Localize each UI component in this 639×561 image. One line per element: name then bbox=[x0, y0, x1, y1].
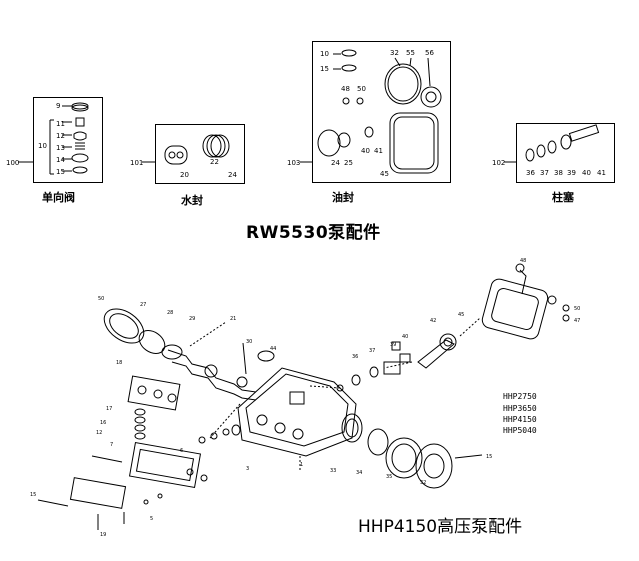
svg-text:50: 50 bbox=[574, 306, 580, 312]
oil-seal-cover-gasket bbox=[389, 112, 439, 174]
svg-text:32: 32 bbox=[420, 480, 426, 486]
water-seal-ring bbox=[202, 134, 222, 158]
svg-text:47: 47 bbox=[574, 318, 580, 324]
svg-text:5: 5 bbox=[150, 516, 153, 522]
svg-text:21: 21 bbox=[230, 316, 236, 322]
svg-text:17: 17 bbox=[106, 406, 112, 412]
side-flange bbox=[385, 437, 423, 479]
connecting-rod bbox=[417, 339, 455, 369]
bearing-cover bbox=[341, 413, 363, 443]
part-label-40-os: 40 bbox=[361, 147, 370, 155]
water-seal-retainer bbox=[164, 145, 188, 165]
manifold-lower bbox=[128, 441, 202, 489]
model-hhp3650: HHP3650 bbox=[503, 404, 537, 413]
svg-text:18: 18 bbox=[116, 360, 122, 366]
part-label-15-os: 15 bbox=[320, 65, 329, 73]
svg-text:6: 6 bbox=[180, 448, 183, 454]
oil-seal-kit-panel bbox=[312, 41, 451, 183]
top-cover bbox=[481, 278, 549, 340]
part-label-11: 11 bbox=[56, 120, 65, 128]
rw5530-title: RW5530泵配件 bbox=[246, 223, 381, 243]
crankshaft bbox=[167, 349, 257, 393]
part-label-20: 20 bbox=[180, 171, 189, 179]
svg-text:34: 34 bbox=[356, 470, 362, 476]
part-label-15: 15 bbox=[56, 168, 65, 176]
svg-text:33: 33 bbox=[330, 468, 336, 474]
crankcase bbox=[237, 367, 357, 457]
part-label-12: 12 bbox=[56, 132, 65, 140]
svg-text:27: 27 bbox=[140, 302, 146, 308]
svg-text:37: 37 bbox=[369, 348, 375, 354]
svg-text:3: 3 bbox=[246, 466, 249, 472]
kit-caption-water-seal: 水封 bbox=[181, 194, 203, 207]
part-label-41-os: 41 bbox=[374, 147, 383, 155]
part-label-56: 56 bbox=[425, 49, 434, 57]
svg-text:7: 7 bbox=[110, 442, 113, 448]
part-label-45: 45 bbox=[380, 170, 389, 178]
model-hhp5040: HHP5040 bbox=[503, 426, 537, 435]
hhp4150-title: HHP4150高压泵配件 bbox=[358, 517, 523, 537]
svg-text:1: 1 bbox=[300, 462, 303, 468]
part-label-41-pl: 41 bbox=[597, 169, 606, 177]
part-label-10: 10 bbox=[38, 142, 47, 150]
check-valve-kit-panel bbox=[33, 97, 103, 183]
part-label-38: 38 bbox=[554, 169, 563, 177]
part-label-10-os: 10 bbox=[320, 50, 329, 58]
model-hhp2750: HHP2750 bbox=[503, 392, 537, 401]
svg-text:29: 29 bbox=[189, 316, 195, 322]
kit-code-101: 101 bbox=[130, 159, 144, 167]
svg-text:40: 40 bbox=[402, 334, 408, 340]
svg-text:45: 45 bbox=[458, 312, 464, 318]
manifold-upper bbox=[127, 375, 181, 411]
svg-text:19: 19 bbox=[100, 532, 106, 538]
kit-caption-check-valve: 单向阀 bbox=[42, 191, 75, 204]
part-label-55: 55 bbox=[406, 49, 415, 57]
svg-text:35: 35 bbox=[386, 474, 392, 480]
part-label-13: 13 bbox=[56, 144, 65, 152]
svg-text:28: 28 bbox=[167, 310, 173, 316]
svg-text:16: 16 bbox=[100, 420, 106, 426]
part-label-14: 14 bbox=[56, 156, 65, 164]
model-hhp4150: HHP4150 bbox=[503, 415, 537, 424]
svg-text:42: 42 bbox=[430, 318, 436, 324]
plunger-rod bbox=[568, 124, 600, 142]
kit-caption-plunger: 柱塞 bbox=[552, 191, 574, 204]
part-label-24-ws: 24 bbox=[228, 171, 237, 179]
svg-text:48: 48 bbox=[520, 258, 526, 264]
part-label-25: 25 bbox=[344, 159, 353, 167]
svg-text:12: 12 bbox=[96, 430, 102, 436]
svg-text:30: 30 bbox=[246, 339, 252, 345]
part-label-22: 22 bbox=[210, 158, 219, 166]
dipstick bbox=[519, 269, 527, 295]
kit-code-102: 102 bbox=[492, 159, 506, 167]
kit-code-103: 103 bbox=[287, 159, 301, 167]
rear-cover bbox=[103, 308, 145, 344]
kit-code-100: 100 bbox=[6, 159, 20, 167]
check-valve-cage bbox=[75, 117, 85, 127]
svg-text:50: 50 bbox=[98, 296, 104, 302]
part-label-36: 36 bbox=[526, 169, 535, 177]
part-label-37: 37 bbox=[540, 169, 549, 177]
svg-text:44: 44 bbox=[270, 346, 276, 352]
part-label-50: 50 bbox=[357, 85, 366, 93]
svg-text:15: 15 bbox=[30, 492, 36, 498]
oil-seal-oring bbox=[317, 129, 341, 157]
part-label-40-pl: 40 bbox=[582, 169, 591, 177]
water-seal-kit-panel bbox=[155, 124, 245, 184]
part-label-48: 48 bbox=[341, 85, 350, 93]
svg-text:36: 36 bbox=[352, 354, 358, 360]
part-label-39: 39 bbox=[567, 169, 576, 177]
oil-seal-oring-large bbox=[384, 63, 422, 105]
kit-caption-oil-seal: 油封 bbox=[332, 191, 354, 204]
svg-text:15: 15 bbox=[486, 454, 492, 460]
side-cover bbox=[415, 443, 453, 489]
svg-text:39: 39 bbox=[390, 342, 396, 348]
part-label-32: 32 bbox=[390, 49, 399, 57]
part-label-9: 9 bbox=[56, 102, 61, 110]
part-label-24-os: 24 bbox=[331, 159, 340, 167]
